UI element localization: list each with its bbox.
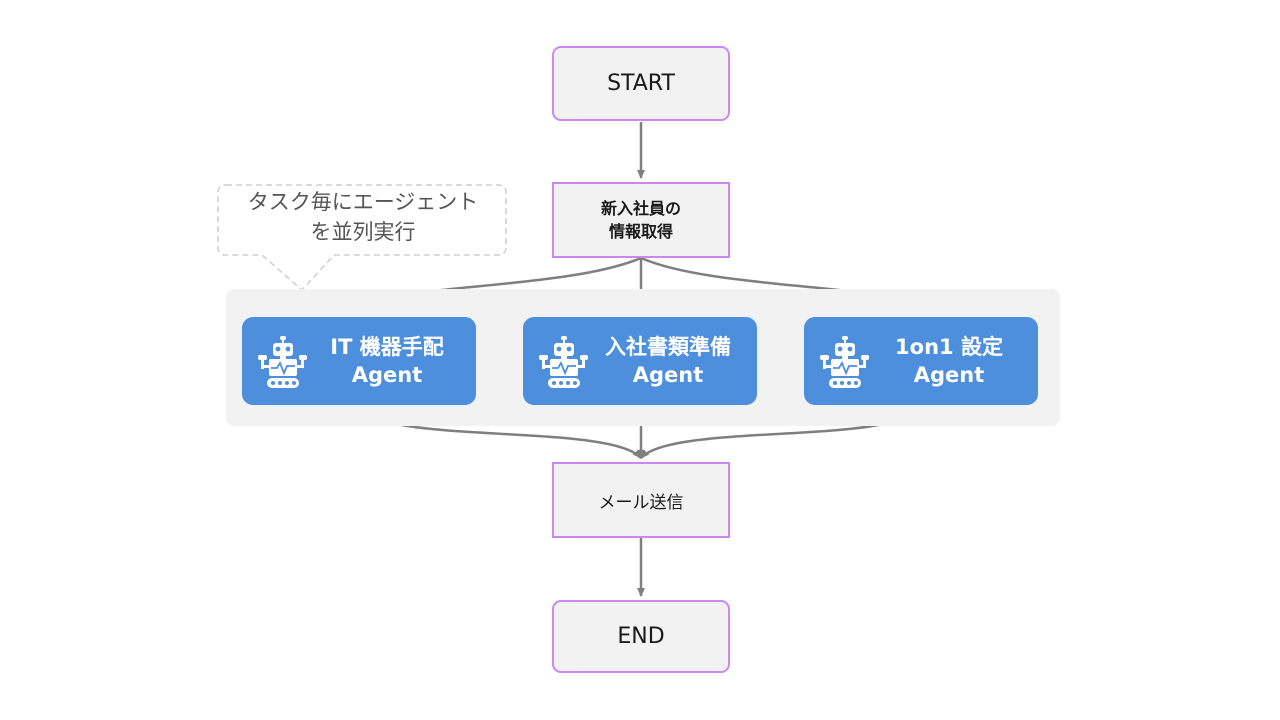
callout-line-2: を並列実行 <box>310 219 416 244</box>
agent-1on1-title: 1on1 設定 <box>895 334 1003 359</box>
fetch-info-node[interactable]: 新入社員の 情報取得 <box>552 182 730 258</box>
agent-onboarding-docs[interactable]: 入社書類準備 Agent <box>523 317 757 405</box>
fetch-info-line-1: 新入社員の <box>600 198 681 218</box>
start-label: START <box>607 71 675 96</box>
agent-it-title: IT 機器手配 <box>330 334 444 359</box>
send-mail-node[interactable]: メール送信 <box>552 462 730 538</box>
robot-icon <box>539 336 588 388</box>
callout-bubble <box>217 184 507 292</box>
start-node[interactable]: START <box>552 46 730 121</box>
agent-docs-subtitle: Agent <box>632 363 704 387</box>
end-label: END <box>617 624 665 649</box>
agent-it-subtitle: Agent <box>351 363 423 387</box>
agent-it-equipment[interactable]: IT 機器手配 Agent <box>242 317 476 405</box>
end-node[interactable]: END <box>552 600 730 673</box>
robot-icon <box>258 336 307 388</box>
callout-note: タスク毎にエージェント を並列実行 <box>218 188 508 248</box>
agent-1on1-setup[interactable]: 1on1 設定 Agent <box>804 317 1038 405</box>
send-mail-label: メール送信 <box>598 492 684 513</box>
callout-line-1: タスク毎にエージェント <box>247 190 479 214</box>
fetch-info-line-2: 情報取得 <box>608 222 673 241</box>
agent-docs-title: 入社書類準備 <box>605 334 731 359</box>
robot-icon <box>820 336 869 388</box>
agent-1on1-subtitle: Agent <box>913 363 985 387</box>
